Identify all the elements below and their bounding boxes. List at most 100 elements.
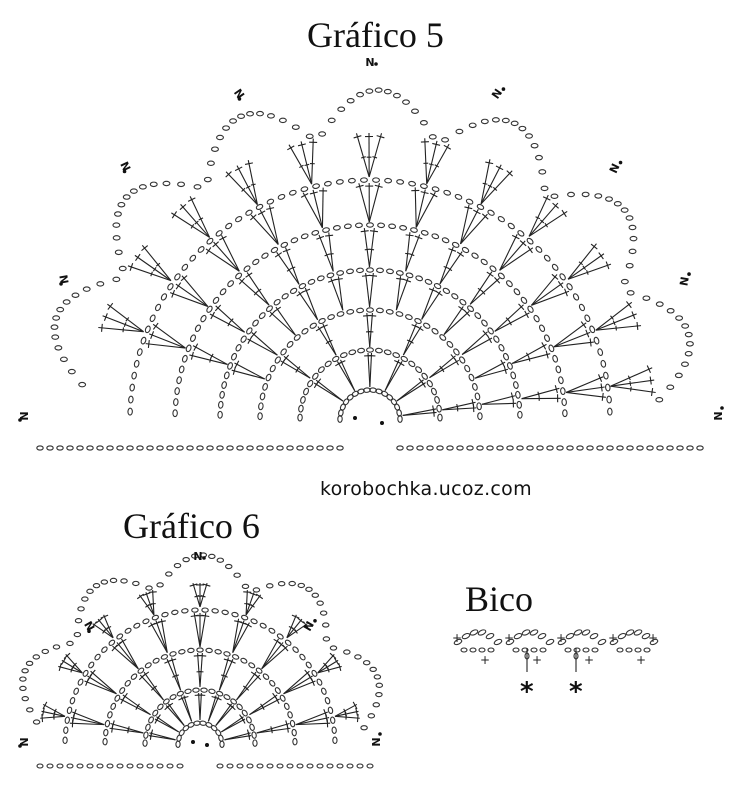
chain-stitch (414, 318, 422, 325)
base-chain (76, 763, 84, 769)
stitch-bar (209, 357, 212, 363)
stitch-top (282, 248, 291, 253)
chain-stitch (342, 398, 350, 406)
base-chain (126, 763, 134, 769)
stitch-top (554, 385, 558, 394)
scallop-chain (32, 719, 41, 725)
stitch-line (286, 614, 297, 638)
chain-stitch (127, 407, 133, 416)
chain-stitch (181, 608, 189, 614)
scallop-chain (114, 249, 123, 256)
stitch-top (557, 280, 564, 289)
base-chain (216, 445, 224, 451)
scallop-chain (112, 276, 121, 283)
stitch-line (368, 227, 375, 268)
stitch-line (127, 265, 172, 282)
stitch-bar (369, 248, 375, 251)
chain-stitch (258, 312, 266, 320)
stitch-bar (290, 266, 296, 270)
chain-stitch (327, 706, 334, 715)
base-chain (466, 445, 474, 451)
chain-stitch (605, 383, 611, 392)
scallop-chain (491, 117, 500, 123)
scallop-chain (360, 725, 368, 731)
stitch-line (528, 211, 568, 237)
stitch-line (120, 698, 151, 716)
stitch-line (87, 675, 117, 695)
chain-stitch (415, 275, 424, 282)
chain-stitch (443, 189, 452, 196)
chain-stitch (346, 268, 354, 275)
chain-stitch (206, 305, 213, 313)
base-chain (126, 445, 134, 451)
chain-stitch (274, 687, 281, 694)
chain-stitch (262, 383, 268, 391)
stitch-top (285, 720, 289, 729)
chain-stitch (119, 687, 126, 694)
scallop-chain (629, 235, 638, 242)
stitch-line (363, 228, 371, 268)
stitch-top (471, 398, 475, 407)
stitch-line (368, 133, 383, 178)
chain-stitch (332, 225, 341, 231)
scallop-chain (375, 682, 384, 688)
chain-stitch (442, 287, 451, 295)
stitch-line (313, 382, 344, 402)
stitch-top (234, 166, 243, 172)
chain-stitch (265, 373, 272, 382)
stitch-bar (482, 182, 488, 185)
stitch-line (138, 594, 155, 616)
chain-stitch (149, 314, 156, 323)
chain-stitch (246, 327, 253, 335)
chain-stitch (293, 334, 301, 341)
grafico-6-title: Gráfico 6 (123, 506, 260, 546)
base-chain (396, 445, 404, 451)
stitch-line (499, 240, 526, 271)
stitch-line (566, 391, 606, 398)
stitch-bar (428, 163, 434, 166)
stitch-line (565, 376, 604, 393)
base-chain (56, 763, 64, 769)
bico-chain (524, 652, 530, 660)
stitch-top (545, 350, 549, 359)
stitch-top (250, 671, 259, 677)
stitch-line (283, 355, 311, 379)
base-chain (446, 445, 454, 451)
chain-stitch (288, 189, 297, 196)
base-chain (306, 445, 314, 451)
base-chain (346, 763, 354, 769)
stitch-line (494, 304, 524, 332)
stitch-top (107, 302, 114, 310)
stitch-top (585, 329, 590, 338)
stitch-top (103, 313, 108, 321)
base-chain (116, 445, 124, 451)
chain-stitch (167, 283, 174, 291)
chain-stitch (356, 307, 365, 314)
stitch-line (275, 306, 296, 336)
scallop-chain (92, 583, 101, 589)
chain-stitch (415, 366, 423, 374)
chain-stitch (526, 237, 534, 245)
base-chain (596, 445, 604, 451)
stitch-line (224, 732, 251, 741)
marker-n-label: N (17, 411, 30, 420)
base-chain (566, 445, 574, 451)
chain-stitch (324, 360, 332, 368)
scallop-chain (120, 578, 128, 584)
stitch-bar (253, 291, 258, 296)
stitch-line (218, 658, 234, 691)
chain-stitch (317, 366, 325, 374)
stitch-top (482, 330, 489, 337)
stitch-bar (323, 662, 328, 667)
scallop-chain (625, 262, 634, 269)
chain-stitch (63, 726, 69, 734)
base-chain (636, 445, 644, 451)
base-chain (186, 445, 194, 451)
scallop-chain (346, 97, 355, 104)
stitch-top (506, 170, 514, 177)
scallop-chain (329, 645, 338, 651)
stitch-top (187, 197, 196, 202)
scallop-chain (501, 117, 510, 124)
chain-stitch (307, 379, 314, 388)
